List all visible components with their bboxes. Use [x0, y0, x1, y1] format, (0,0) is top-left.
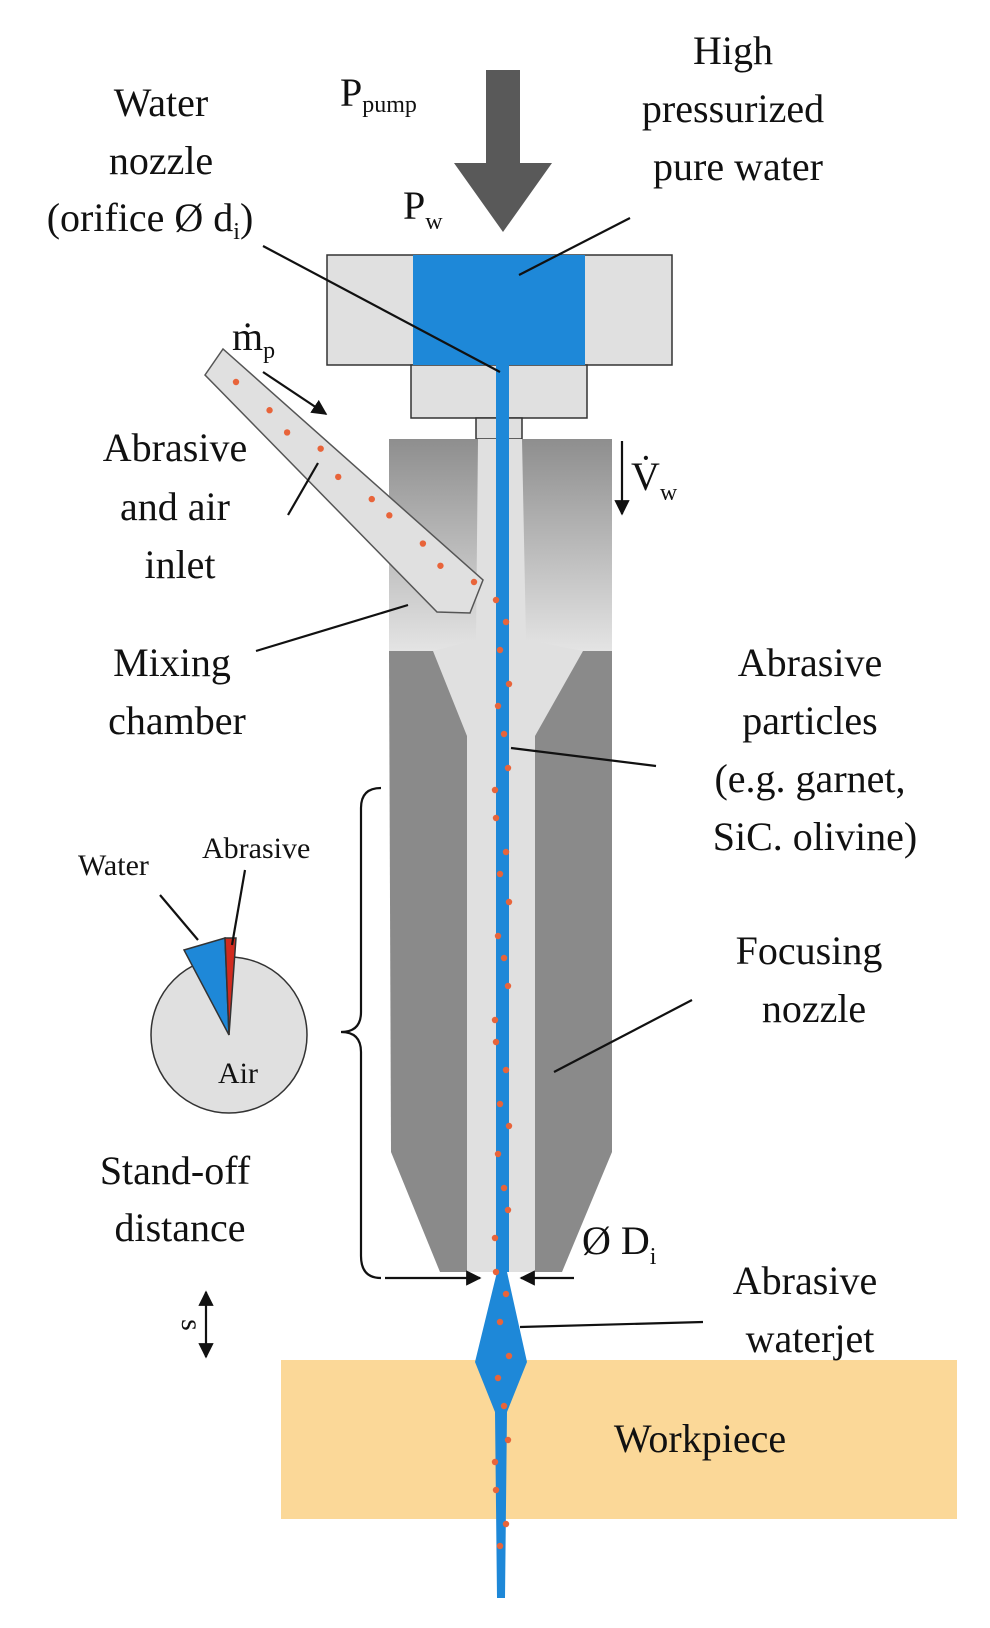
- abrasive-particle-dot: [386, 512, 393, 519]
- abrasive-particle-dot: [494, 1150, 502, 1158]
- focusing-nozzle-label: Focusing nozzle: [736, 928, 893, 1031]
- abrasive-particle-dot: [505, 1352, 513, 1360]
- mixing-chamber-leader: [255, 603, 409, 653]
- abrasive-particle-dot: [500, 1402, 508, 1410]
- abrasive-particle-dot: [492, 1268, 500, 1276]
- p-w-symbol: Pw: [403, 183, 443, 235]
- abrasive-particle-dot: [494, 932, 502, 940]
- pie-abrasive-label: Abrasive: [202, 832, 310, 865]
- water-nozzle-label: Water nozzle (orifice Ø di): [47, 80, 254, 245]
- abrasive-particle-dot: [492, 814, 500, 822]
- abrasive-particle-dot: [368, 495, 375, 503]
- abrasive-particle-dot: [492, 1038, 500, 1046]
- abrasive-particles-label: Abrasive particles (e.g. garnet, SiC. ol…: [713, 640, 917, 859]
- pie-air-label: Air: [218, 1057, 258, 1090]
- s-symbol: s: [175, 1319, 208, 1331]
- pump-pressure-arrow: [454, 70, 552, 232]
- high-pressure-label: High pressurized pure water: [642, 28, 834, 189]
- standoff-bracket: [340, 786, 382, 1280]
- workpiece-block: [281, 1360, 957, 1519]
- abrasive-particle-dot: [496, 646, 504, 654]
- abrasive-waterjet: [475, 1272, 527, 1598]
- abrasive-particle-dot: [496, 1542, 504, 1550]
- standoff-label: Stand-off distance: [100, 1148, 260, 1250]
- abrasive-particle-dot: [496, 1318, 504, 1326]
- abrasive-particle-dot: [504, 1436, 512, 1444]
- abrasive-particle-dot: [232, 378, 240, 386]
- pie-water-leader: [159, 894, 199, 941]
- abrasive-particles-leader: [510, 746, 657, 768]
- mixing-chamber-label: Mixing chamber: [108, 640, 246, 743]
- water-reservoir: [413, 255, 585, 365]
- abrasive-particle-dot: [470, 578, 478, 586]
- abrasive-particle-dot: [505, 680, 513, 688]
- d-i-symbol: Ø Di: [582, 1218, 657, 1270]
- abrasive-particle-dot: [492, 596, 500, 604]
- abrasive-particle-dot: [505, 898, 513, 906]
- abrasive-particle-dot: [492, 1486, 500, 1494]
- abrasive-particle-dot: [500, 730, 508, 738]
- phase-pie-chart: [150, 869, 308, 1114]
- abrasive-particle-dot: [491, 1458, 499, 1466]
- abrasive-particle-dot: [335, 473, 342, 481]
- abrasive-inlet-tube: [204, 347, 484, 614]
- v-w-symbol: V̇w: [631, 454, 678, 506]
- mass-flow-arrow: [262, 371, 328, 415]
- p-pump-symbol: Ppump: [340, 70, 417, 118]
- abrasive-particle-dot: [283, 429, 291, 436]
- abrasive-particle-dot: [494, 1374, 502, 1382]
- abrasive-particle-dot: [494, 702, 502, 710]
- abrasive-particle-dot: [502, 618, 510, 626]
- abrasive-particle-dot: [504, 764, 512, 772]
- abrasive-inlet-label: Abrasive and air inlet: [103, 425, 257, 587]
- high-pressure-leader: [518, 217, 631, 276]
- orifice-leader: [262, 245, 501, 373]
- abrasive-waterjet-label: Abrasive waterjet: [733, 1258, 887, 1361]
- abrasive-particle-dot: [419, 540, 427, 547]
- abrasive-particle-dot: [491, 1016, 499, 1024]
- abrasive-waterjet-leader: [519, 1320, 704, 1329]
- pie-abrasive-slice: [224, 937, 237, 1036]
- abrasive-particle-dot: [266, 407, 273, 414]
- workpiece-label: Workpiece: [614, 1416, 786, 1461]
- abrasive-particle-dot: [502, 848, 510, 856]
- abrasive-particle-dot: [502, 1520, 510, 1528]
- abrasive-particle-dot: [502, 1066, 510, 1074]
- m-p-symbol: ṁp: [232, 314, 275, 364]
- abrasive-particle-dot: [500, 954, 508, 962]
- abrasive-particle-dot: [317, 445, 324, 452]
- pie-water-label: Water: [78, 849, 149, 882]
- focusing-nozzle-leader: [553, 999, 693, 1073]
- abrasive-particles-group: [232, 378, 513, 1550]
- abrasive-particle-dot: [437, 562, 444, 569]
- abrasive-particle-dot: [504, 982, 512, 990]
- abrasive-particle-dot: [500, 1184, 508, 1192]
- abrasive-particle-dot: [496, 870, 504, 878]
- pie-abrasive-leader: [230, 869, 247, 946]
- abrasive-particle-dot: [504, 1206, 512, 1214]
- abrasive-inlet-leader: [287, 462, 319, 516]
- abrasive-particle-dot: [491, 1234, 499, 1242]
- abrasive-particle-dot: [505, 1122, 513, 1130]
- water-jet-stream: [496, 362, 509, 1272]
- abrasive-particle-dot: [502, 1290, 510, 1298]
- abrasive-particle-dot: [491, 786, 499, 794]
- abrasive-particle-dot: [496, 1100, 504, 1108]
